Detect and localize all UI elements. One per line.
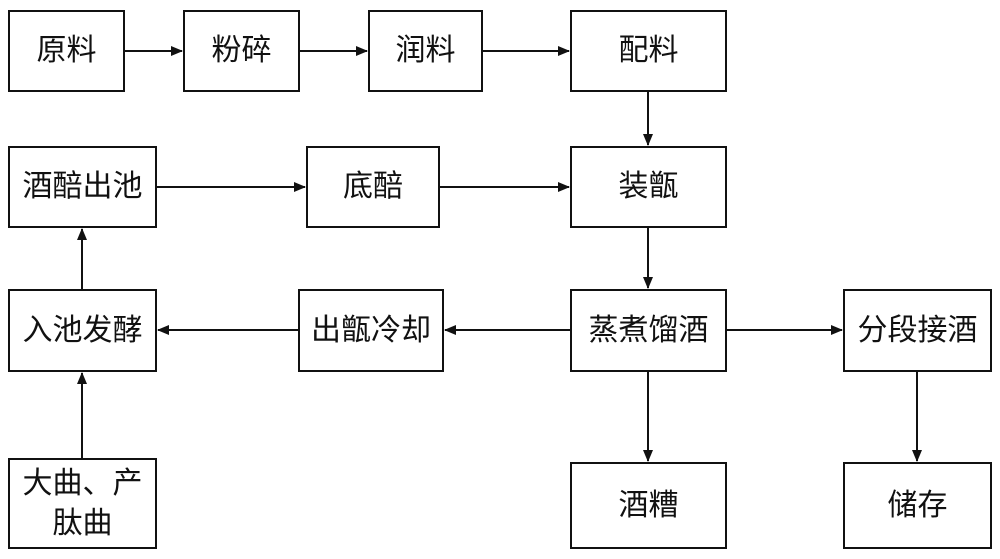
node-base-grain: 底醅 bbox=[306, 146, 440, 228]
node-label: 润料 bbox=[395, 33, 456, 68]
node-label: 酒醅出池 bbox=[22, 169, 143, 204]
node-daqu: 大曲、产 肽曲 bbox=[8, 458, 157, 549]
node-batching: 配料 bbox=[570, 10, 727, 92]
node-crushing: 粉碎 bbox=[183, 10, 300, 92]
node-label: 酒糟 bbox=[618, 487, 679, 523]
node-label: 出甑冷却 bbox=[311, 312, 431, 348]
node-label: 装甑 bbox=[618, 169, 679, 204]
node-fractional-collection: 分段接酒 bbox=[843, 289, 992, 372]
node-distillation: 蒸煮馏酒 bbox=[570, 289, 727, 372]
node-label: 底醅 bbox=[343, 169, 403, 204]
node-label: 配料 bbox=[618, 33, 679, 68]
node-fermented-grain-out: 酒醅出池 bbox=[8, 146, 157, 228]
node-label: 储存 bbox=[887, 487, 948, 523]
node-label-line2: 肽曲 bbox=[52, 505, 113, 541]
node-label: 粉碎 bbox=[211, 33, 272, 68]
node-label-line1: 大曲、产 bbox=[22, 465, 143, 501]
node-label: 入池发酵 bbox=[22, 312, 143, 348]
node-storage: 储存 bbox=[843, 462, 992, 549]
node-moistening: 润料 bbox=[368, 10, 483, 92]
node-label: 原料 bbox=[36, 33, 97, 68]
node-label: 分段接酒 bbox=[857, 312, 978, 348]
node-loading-steamer: 装甑 bbox=[570, 146, 727, 228]
node-raw-material: 原料 bbox=[8, 10, 125, 92]
node-distillers-grains: 酒糟 bbox=[570, 462, 727, 549]
node-label: 蒸煮馏酒 bbox=[588, 312, 709, 348]
node-cooling: 出甑冷却 bbox=[298, 289, 444, 372]
node-fermentation: 入池发酵 bbox=[8, 289, 157, 372]
